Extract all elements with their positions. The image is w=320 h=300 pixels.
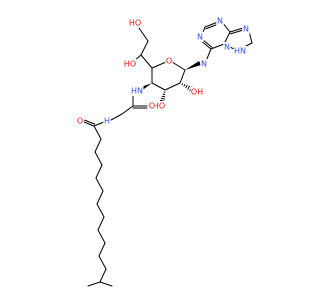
bond-c5-c6 <box>210 43 225 50</box>
atom-label-background <box>223 42 231 52</box>
atom-label-n: H <box>104 117 110 126</box>
bond-c2-n3 <box>204 21 219 28</box>
bond-c2-oh-hash-dash <box>183 84 186 87</box>
bond-chain-9 <box>98 242 106 257</box>
bond-nh-co2 <box>93 121 105 127</box>
bond-chain-0 <box>93 125 102 140</box>
bond-oring-c1 <box>171 61 186 71</box>
atom-label-o: O <box>166 57 172 66</box>
atom-label-o: HO <box>129 19 141 28</box>
atom-label-o: O <box>77 117 83 126</box>
atom-label-background <box>103 116 111 126</box>
bond-c3-oh-hash-dash <box>160 97 166 100</box>
bond-c3-c4 <box>151 82 166 91</box>
bond-branch-b <box>99 281 113 287</box>
bond-chain-8 <box>97 229 106 244</box>
atom-label-n: N <box>243 25 249 34</box>
atom-label-n: HN <box>131 87 143 96</box>
atom-label-background <box>165 56 173 66</box>
bond-c4-n9 <box>229 27 244 33</box>
bond-c5-oring <box>151 61 167 69</box>
bond-chain-1 <box>94 138 102 153</box>
atom-label-background <box>190 87 204 97</box>
bond-c2-c3 <box>164 82 181 91</box>
atom-label-o: O <box>149 102 155 111</box>
atom-label-background <box>148 101 156 111</box>
atom-label-background <box>152 101 166 111</box>
bond-co2-o2-second <box>84 119 96 125</box>
atom-label-background <box>196 32 204 42</box>
bond-ho-ch2 <box>138 27 149 42</box>
atom-label-o: HO <box>153 102 165 111</box>
atom-label-o: OH <box>191 88 203 97</box>
bond-branch-a <box>87 281 101 287</box>
bond-c4-n9-second <box>230 29 245 35</box>
bond-c1-c2 <box>179 69 186 84</box>
bond-chain-2 <box>94 151 103 166</box>
bond-ch2-ch <box>140 40 149 56</box>
atom-label-background <box>76 116 84 126</box>
atom-label-background <box>216 16 224 26</box>
atom-label-n: N <box>217 17 223 26</box>
bond-chain-4 <box>95 177 104 192</box>
bond-c2-oh-hash-dash <box>185 84 188 89</box>
bond-choh-c5 <box>140 54 153 69</box>
atom-label-background <box>128 18 142 28</box>
atom-label-background <box>200 59 208 69</box>
atom-label-n: N <box>201 60 207 69</box>
atom-label-background <box>233 46 247 56</box>
bond-chain-5 <box>96 190 104 205</box>
atom-label-o: HO <box>124 60 136 69</box>
bond-co2-o2 <box>83 121 95 127</box>
bond-ch2-nh <box>110 113 123 121</box>
bond-chain-3 <box>95 164 103 179</box>
bond-c3-oh-hash-dash <box>161 95 166 98</box>
bond-c2-oh-hash-dash <box>187 85 190 90</box>
atom-label-n: HN <box>234 47 246 56</box>
bond-co-ch2 <box>121 105 134 115</box>
atom-label-background <box>242 24 250 34</box>
bond-chain-7 <box>97 216 105 231</box>
atom-label-background <box>130 86 144 96</box>
atom-label-n: N <box>224 43 230 52</box>
atom-label-background <box>123 59 137 69</box>
bond-c1-nh-wedge <box>185 61 201 70</box>
bond-chain-10 <box>98 255 107 270</box>
atom-label-n: N <box>197 33 203 42</box>
bond-chain-11 <box>99 268 107 283</box>
bond-chain-6 <box>96 203 105 218</box>
